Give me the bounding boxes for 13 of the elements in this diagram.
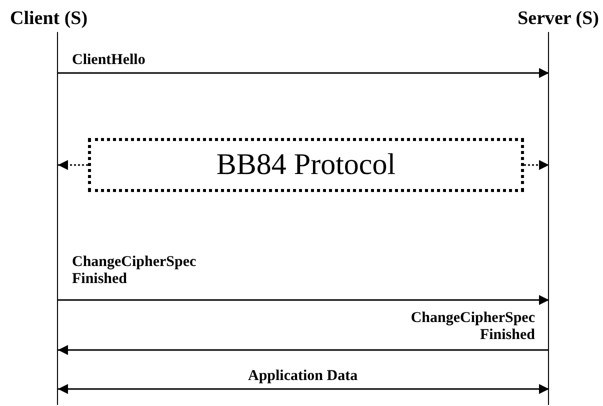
lifeline-header: Server (S) <box>518 8 599 29</box>
lifeline-header: Client (S) <box>10 8 88 29</box>
edge-label: ChangeCipherSpec Finished <box>72 254 196 288</box>
edge-label: ClientHello <box>72 52 146 69</box>
arrow <box>58 384 549 394</box>
arrow <box>58 295 549 305</box>
process-box: BB84 Protocol <box>88 138 524 192</box>
arrow <box>524 160 549 170</box>
edge-label: Application Data <box>248 368 358 385</box>
arrow <box>58 160 88 170</box>
arrow <box>58 68 549 78</box>
edge-label: ChangeCipherSpec Finished <box>410 310 535 344</box>
arrow <box>58 345 549 355</box>
